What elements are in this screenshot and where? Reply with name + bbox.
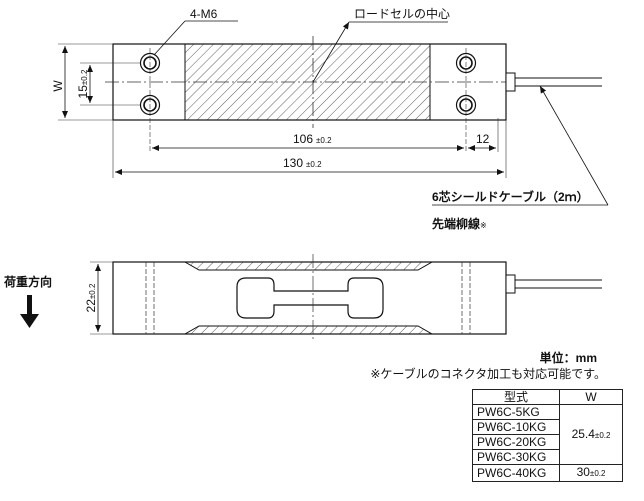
svg-text:22±0.2: 22±0.2 [84,283,98,312]
dim-15: 15 [76,85,90,99]
wire-end-mark: ※ [480,221,487,230]
dim-106-tol: ±0.2 [316,136,332,145]
spec-header-row: 型式 W [472,389,623,405]
dim-22: 22 [84,299,98,313]
top-strain-band [183,261,434,271]
dim-15-tol: ±0.2 [80,69,89,85]
load-direction-label: 荷重方向 [3,274,52,289]
dim-130: 130 [283,156,303,170]
w-last-cell: 30±0.2 [559,464,623,482]
svg-text:106±0.2: 106±0.2 [293,132,332,146]
model-cell: PW6C-40KG [472,464,560,482]
dim-106: 106 [293,132,313,146]
model-cell: PW6C-5KG [472,404,560,420]
side-view: 22±0.2 荷重方向 [3,254,602,342]
model-cell: PW6C-10KG [472,419,560,435]
table-row: PW6C-5KG 25.4±0.2 [472,404,623,465]
wire-end-label: 先端柳線 [432,216,480,231]
load-arrow-icon [20,295,39,328]
dim-130-tol: ±0.2 [306,160,322,169]
table-row: PW6C-10KG [472,419,623,435]
dim-12: 12 [476,132,490,146]
header-model: 型式 [472,389,560,405]
bottom-strain-band [183,325,434,335]
w-group-cell: 25.4±0.2 [559,404,623,465]
cable-side [505,274,602,294]
center-cutout [236,277,384,319]
model-cell: PW6C-30KG [472,449,560,465]
table-row: PW6C-40KG 30±0.2 [472,464,623,482]
spec-table: 型式 W PW6C-5KG 25.4±0.2 PW6C-10KG PW6C-20… [472,389,623,482]
center-label: ロードセルの中心 [354,6,450,21]
cable-label: 6芯シールドケーブル（2ｍ） [432,189,589,204]
w-group-value: 25.4 [571,426,595,441]
cable-top [505,72,602,92]
header-w: W [559,389,623,405]
connector-note: ※ケーブルのコネクタ加工も対応可能です。 [370,366,606,381]
table-row: PW6C-30KG [472,449,623,465]
threads-label: 4-M6 [190,7,218,21]
model-cell: PW6C-20KG [472,434,560,450]
dim-22-tol: ±0.2 [88,283,97,299]
svg-text:先端柳線※: 先端柳線※ [432,216,487,231]
svg-text:130±0.2: 130±0.2 [283,156,322,170]
w-group-tol: ±0.2 [594,430,611,440]
unit-note: 単位：mm [540,350,597,365]
w-last-tol: ±0.2 [589,469,606,478]
svg-text:15±0.2: 15±0.2 [76,69,90,98]
top-view: 4-M6 ロードセルの中心 W 15±0.2 106±0.2 12 130±0.… [51,6,609,231]
w-last-value: 30 [576,465,590,479]
width-label: W [51,80,65,92]
